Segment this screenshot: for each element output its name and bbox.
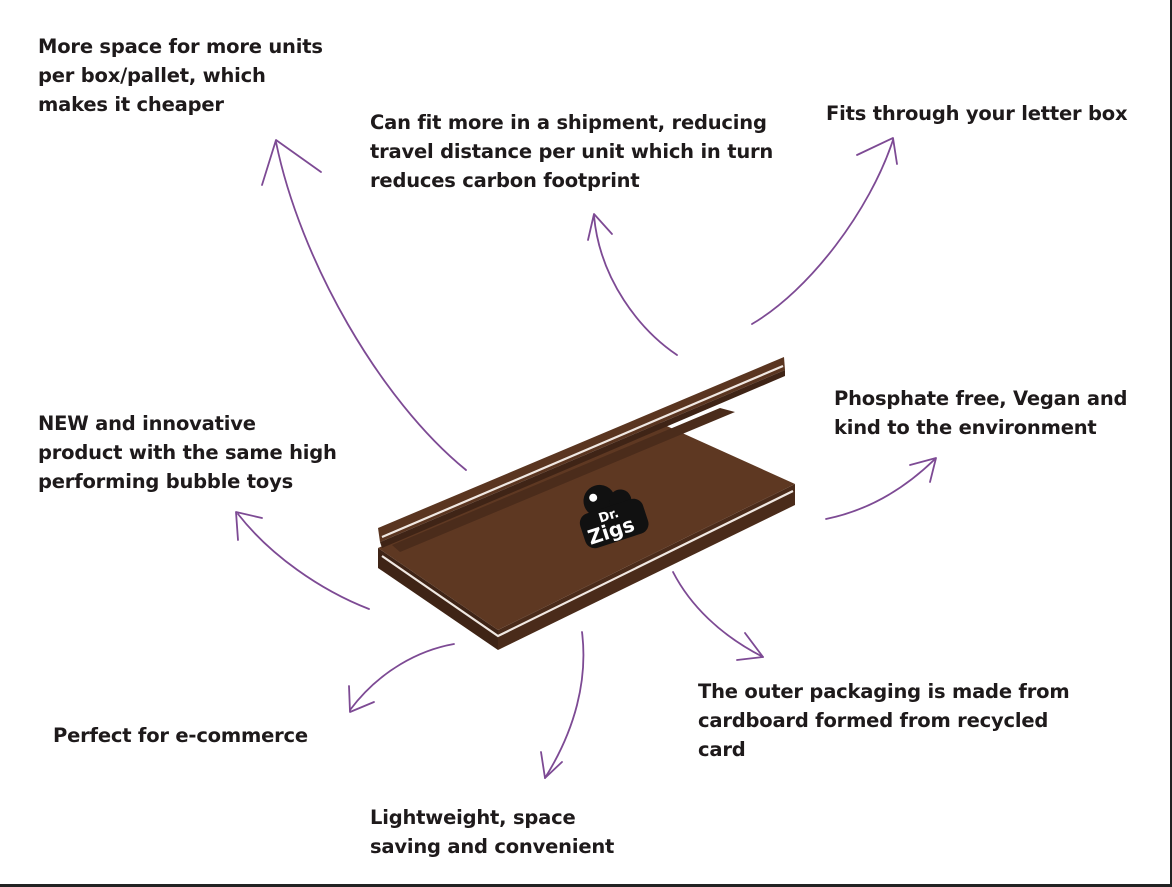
callout-line: Perfect for e-commerce	[53, 724, 308, 747]
callout-line: The outer packaging is made from	[698, 680, 1070, 703]
callout-ecommerce: Perfect for e-commerce	[53, 721, 308, 750]
callout-line: saving and convenient	[370, 835, 615, 858]
arrow-shipment	[587, 213, 678, 356]
dr-zigs-logo: Dr. Zigs	[579, 484, 649, 550]
callout-phosphate: Phosphate free, Vegan and kind to the en…	[834, 384, 1128, 442]
callout-line: performing bubble toys	[38, 470, 294, 493]
callout-more-space: More space for more units per box/pallet…	[38, 32, 323, 119]
box-lid-under	[380, 370, 785, 548]
arrow-lightweight	[540, 631, 585, 779]
callout-line: cardboard formed from recycled	[698, 709, 1049, 732]
callout-line: Phosphate free, Vegan and	[834, 387, 1128, 410]
arrow-ecommerce	[348, 643, 455, 713]
arrow-letter-box	[751, 137, 898, 325]
callout-line: card	[698, 738, 746, 761]
callout-letter-box: Fits through your letter box	[826, 99, 1128, 128]
callout-line: kind to the environment	[834, 416, 1097, 439]
arrow-more-space	[261, 139, 467, 471]
callout-line: travel distance per unit which in turn	[370, 140, 774, 163]
arrow-phosphate	[825, 457, 937, 520]
callout-shipment: Can fit more in a shipment, reducing tra…	[370, 108, 773, 195]
callout-line: NEW and innovative	[38, 412, 256, 435]
callout-line: per box/pallet, which	[38, 64, 266, 87]
logo-text-top: Dr.	[597, 506, 621, 527]
arrow-outer-packaging	[672, 571, 764, 661]
callout-line: Lightweight, space	[370, 806, 576, 829]
box-edge-line	[381, 490, 794, 638]
callout-line: Can fit more in a shipment, reducing	[370, 111, 767, 134]
callout-line: More space for more units	[38, 35, 323, 58]
package-illustration: Dr. Zigs	[378, 357, 795, 650]
callout-line: makes it cheaper	[38, 93, 224, 116]
callout-line: reduces carbon footprint	[370, 169, 640, 192]
callout-new-product: NEW and innovative product with the same…	[38, 409, 337, 496]
box-lid-line	[381, 364, 784, 539]
callout-line: Fits through your letter box	[826, 102, 1128, 125]
box-lid-inner	[392, 408, 735, 552]
callout-line: product with the same high	[38, 441, 337, 464]
arrow-new-product	[235, 511, 370, 610]
callout-lightweight: Lightweight, space saving and convenient	[370, 803, 614, 861]
callout-outer-packaging: The outer packaging is made from cardboa…	[698, 677, 1070, 764]
